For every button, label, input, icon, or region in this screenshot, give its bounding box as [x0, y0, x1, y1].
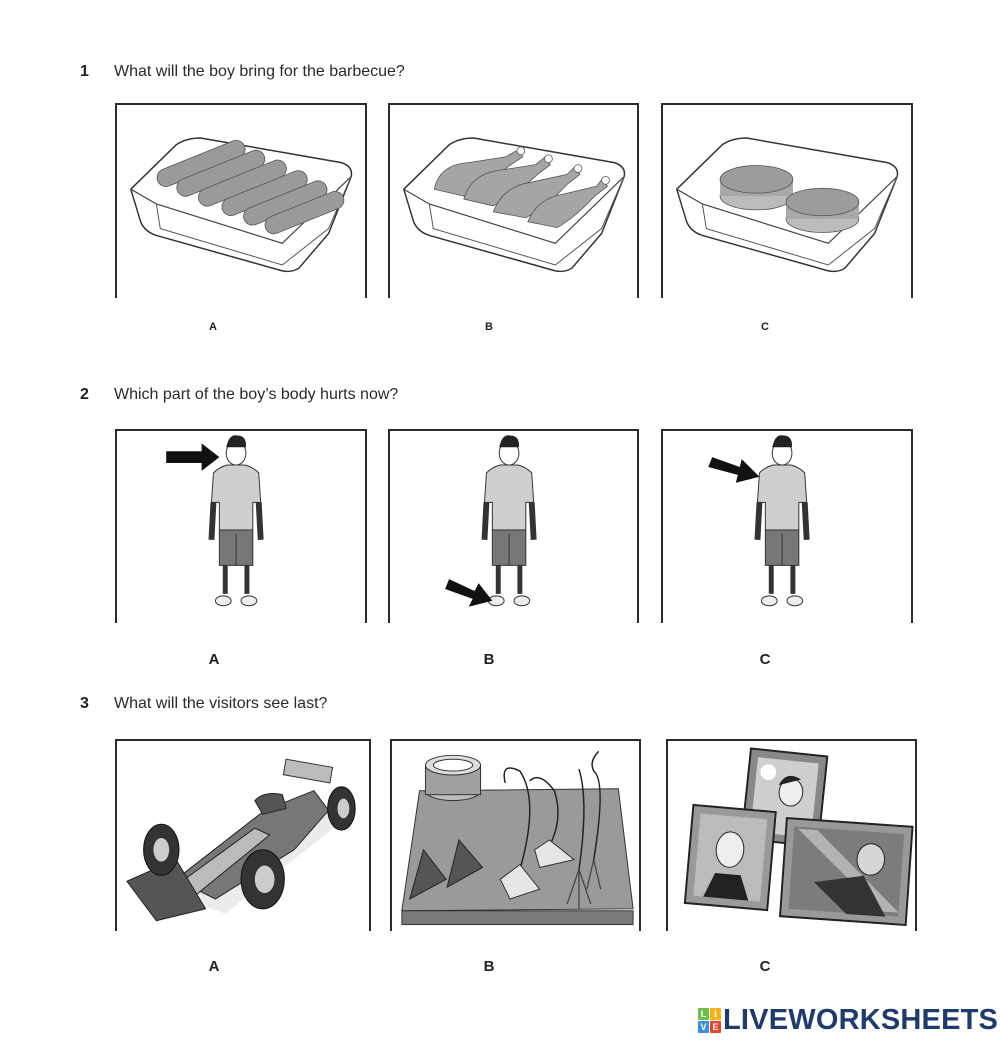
option-1a-label[interactable]: A [209, 321, 217, 333]
option-2b-image[interactable] [388, 429, 639, 623]
jewellery-icon [401, 750, 634, 926]
option-1b-image[interactable] [388, 103, 639, 298]
live-tiles-icon: L I V E [698, 1008, 721, 1033]
question-text: What will the visitors see last? [114, 695, 328, 712]
option-1c-image[interactable] [661, 103, 913, 298]
question-number: 2 [80, 386, 89, 403]
question-text: What will the boy bring for the barbecue… [114, 63, 405, 80]
liveworksheets-logo: L I V E LIVEWORKSHEETS [698, 1004, 998, 1037]
logo-tile-i: I [710, 1008, 721, 1020]
option-1a-image[interactable] [115, 103, 367, 298]
option-3c-image[interactable] [666, 739, 917, 931]
question-3: 3 What will the visitors see last? [80, 695, 327, 713]
option-2a-label[interactable]: A [208, 651, 220, 668]
question-text: Which part of the boy’s body hurts now? [114, 386, 399, 403]
boy-foot-arrow-icon [445, 435, 537, 607]
question-number: 1 [80, 63, 89, 80]
option-3b-image[interactable] [390, 739, 641, 931]
chicken-tray-icon [402, 137, 626, 273]
option-3a-image[interactable] [115, 739, 371, 931]
burger-tray-icon [675, 137, 899, 273]
sausage-tray-icon [129, 137, 353, 273]
logo-tile-v: V [698, 1021, 709, 1033]
option-1c-label[interactable]: C [761, 321, 769, 333]
option-2c-label[interactable]: C [759, 651, 771, 668]
option-2a-image[interactable] [115, 429, 367, 623]
logo-text: LIVEWORKSHEETS [723, 1004, 999, 1036]
question-2: 2 Which part of the boy’s body hurts now… [80, 386, 398, 404]
logo-tile-l: L [698, 1008, 709, 1020]
boy-shoulder-arrow-icon [708, 435, 810, 607]
boy-head-arrow-icon [166, 435, 264, 607]
option-2b-label[interactable]: B [483, 651, 495, 668]
option-3a-label[interactable]: A [208, 958, 220, 975]
framed-portraits-icon [683, 747, 914, 927]
racing-car-icon [126, 758, 356, 922]
option-2c-image[interactable] [661, 429, 913, 623]
option-3b-label[interactable]: B [483, 958, 495, 975]
option-1b-label[interactable]: B [485, 321, 493, 333]
option-3c-label[interactable]: C [759, 958, 771, 975]
question-1: 1 What will the boy bring for the barbec… [80, 63, 405, 81]
question-number: 3 [80, 695, 89, 712]
logo-tile-e: E [710, 1021, 721, 1033]
